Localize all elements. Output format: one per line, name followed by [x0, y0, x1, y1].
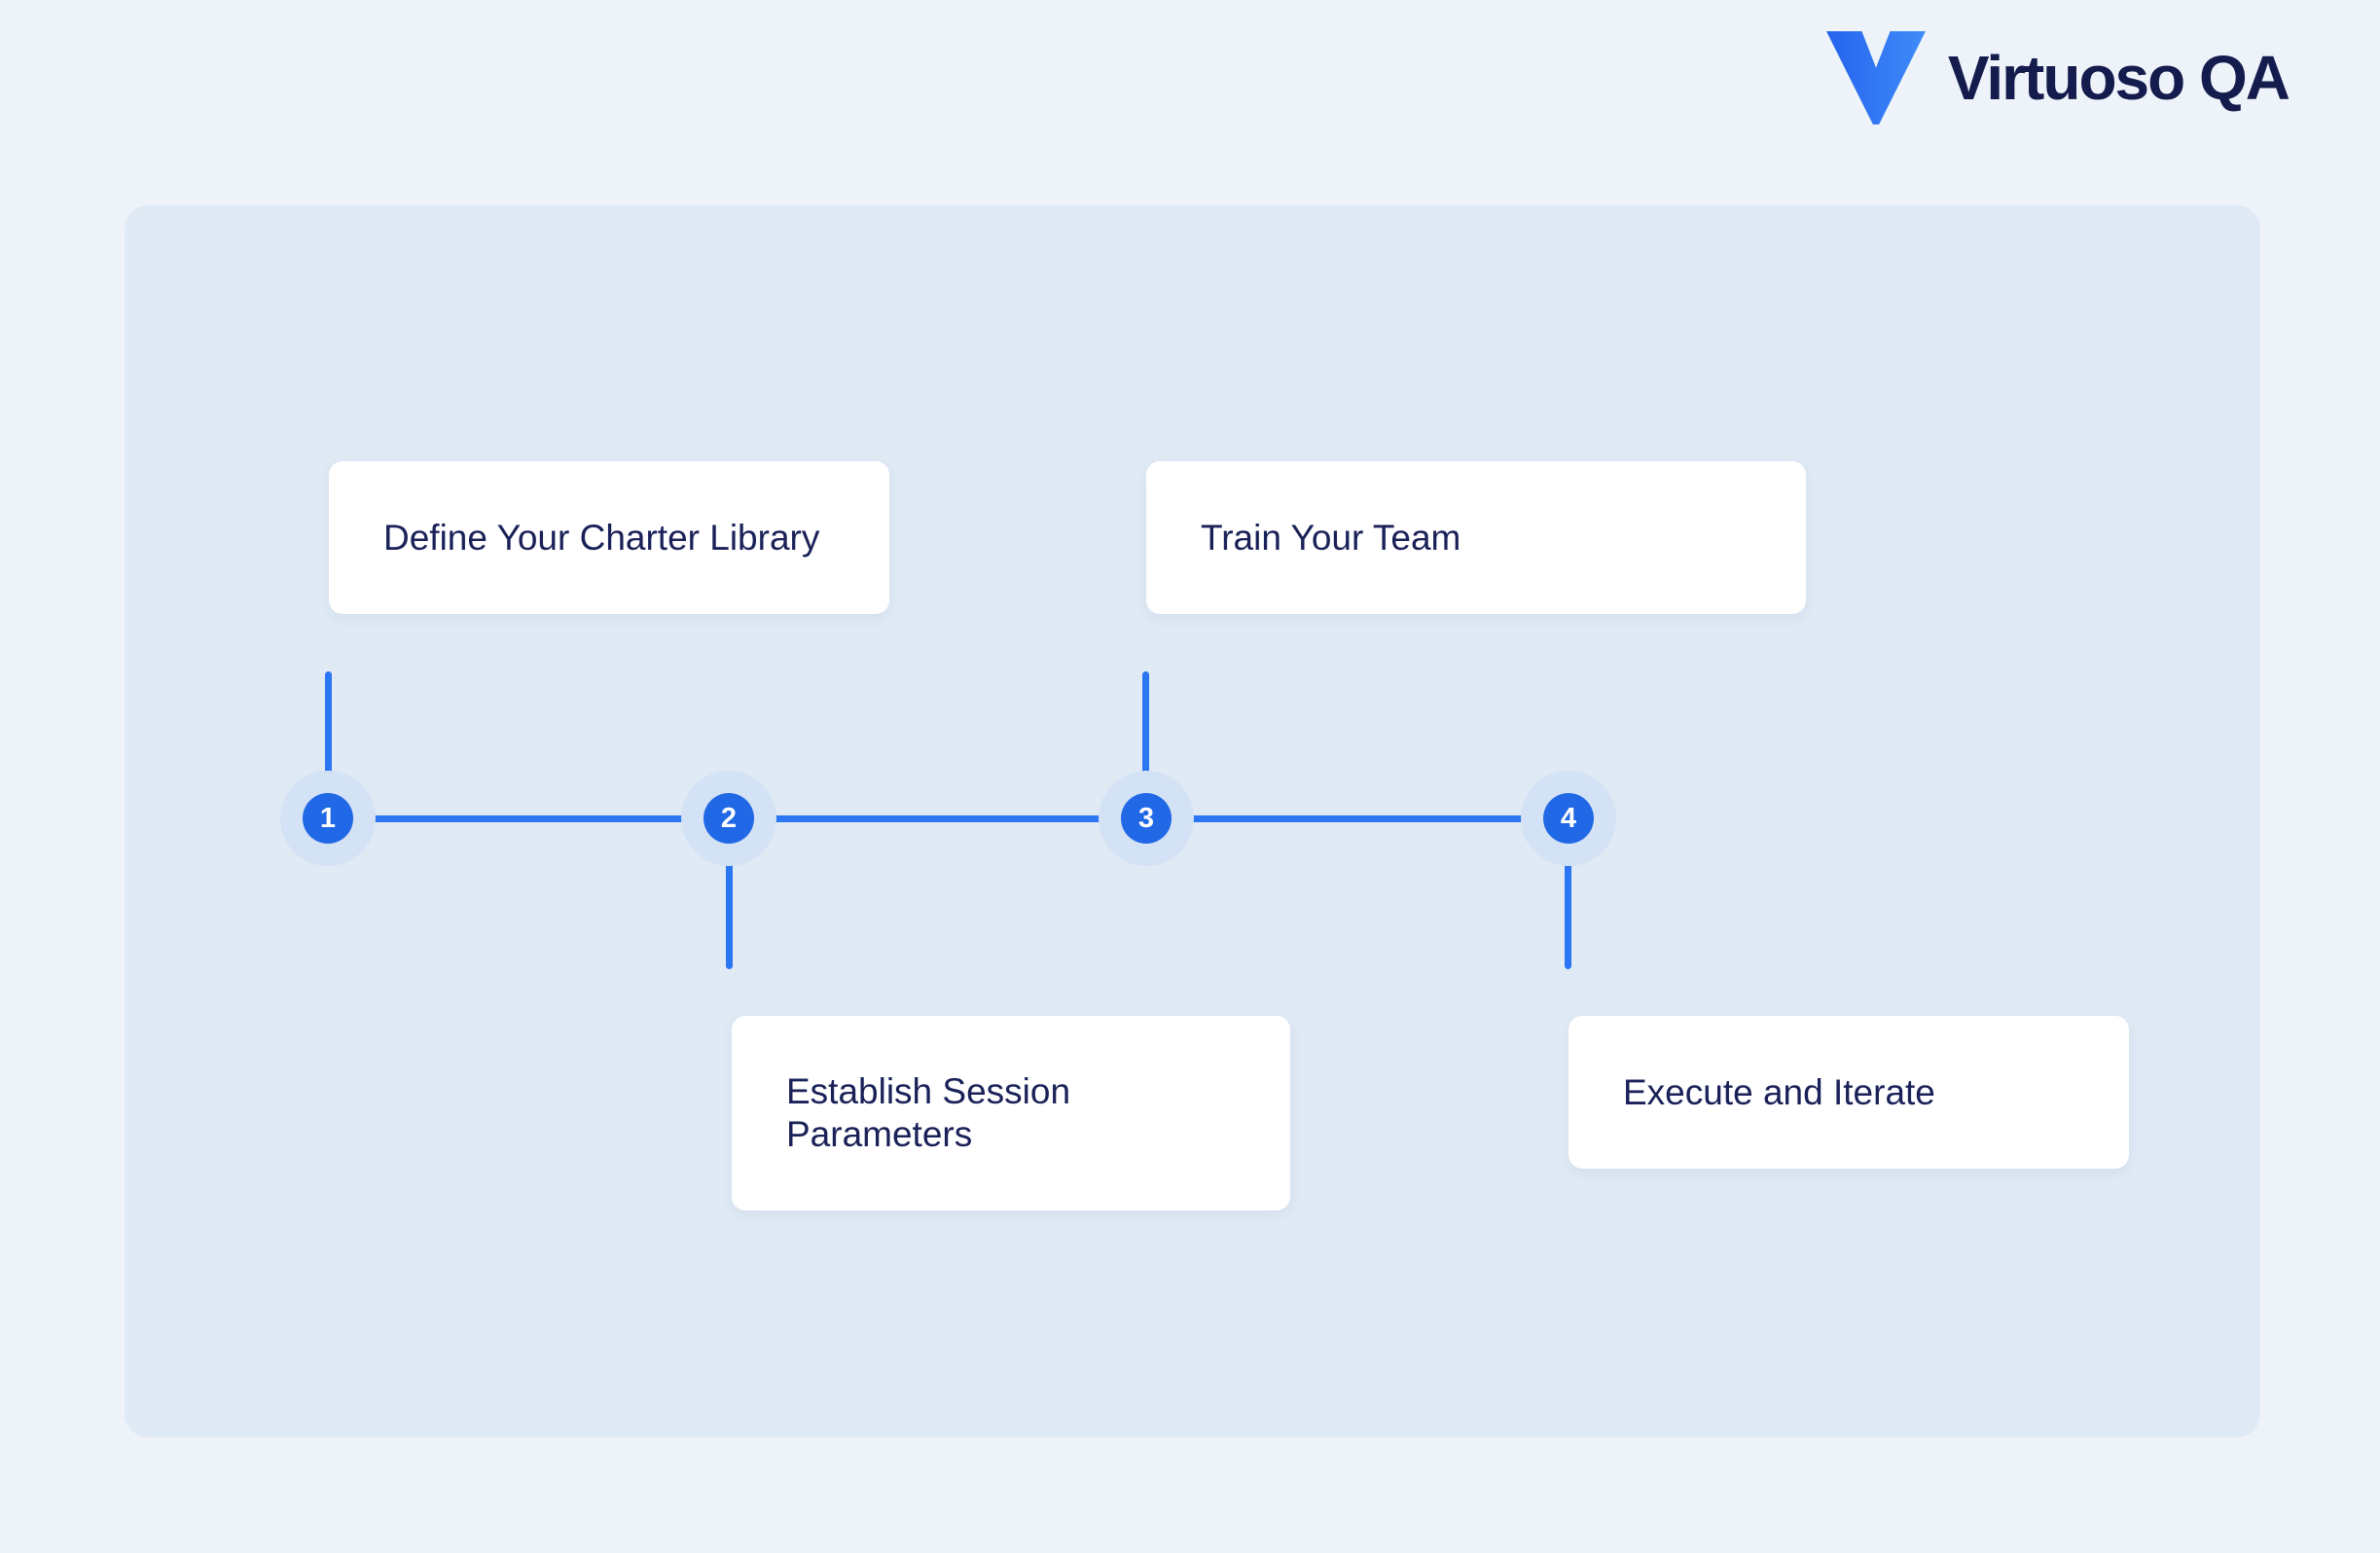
virtuoso-logo: Virtuoso QA [1823, 27, 2290, 128]
v-checkmark-icon [1825, 31, 1926, 125]
step-label-1: Define Your Charter Library [383, 517, 820, 558]
step-card-4: Execute and Iterate [1569, 1016, 2129, 1169]
step-circle-4: 4 [1543, 793, 1594, 844]
step-label-2: Establish Session Parameters [786, 1071, 1071, 1154]
connector-line-step-4 [1565, 818, 1571, 969]
step-circle-1: 1 [303, 793, 353, 844]
step-number-2: 2 [720, 802, 738, 834]
step-number-3: 3 [1137, 802, 1155, 834]
step-label-4: Execute and Iterate [1623, 1071, 1935, 1112]
step-card-1: Define Your Charter Library [329, 461, 889, 614]
step-label-3: Train Your Team [1201, 517, 1461, 558]
step-number-4: 4 [1560, 802, 1577, 834]
step-card-3: Train Your Team [1146, 461, 1806, 614]
connector-line-step-2 [726, 818, 733, 969]
connector-line-step-3 [1142, 671, 1149, 819]
step-card-2: Establish Session Parameters [732, 1016, 1290, 1210]
connector-line-step-1 [325, 671, 332, 819]
brand-name: Virtuoso QA [1947, 43, 2290, 113]
step-circle-2: 2 [703, 793, 754, 844]
step-number-1: 1 [319, 802, 337, 834]
timeline-line [328, 815, 1569, 822]
step-circle-3: 3 [1121, 793, 1172, 844]
